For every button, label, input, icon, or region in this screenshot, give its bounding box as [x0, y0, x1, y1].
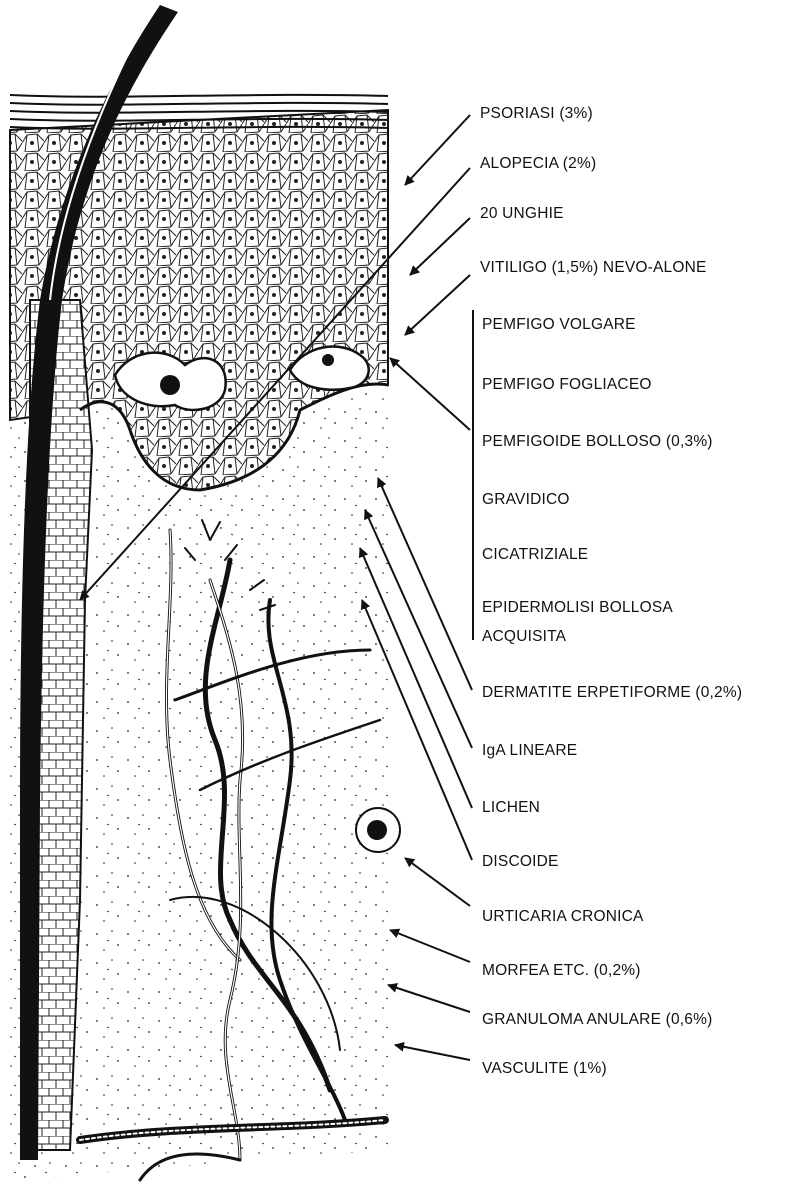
- label-pemfigoide: PEMFIGOIDE BOLLOSO (0,3%): [482, 433, 713, 450]
- label-morfea: MORFEA ETC. (0,2%): [482, 962, 641, 979]
- arrow-granuloma: [388, 985, 470, 1012]
- dermal-cell-cluster: [356, 808, 400, 852]
- label-dermatite: DERMATITE ERPETIFORME (0,2%): [482, 684, 742, 701]
- label-lichen: LICHEN: [482, 799, 540, 816]
- label-pemfigo-fogliaceo: PEMFIGO FOGLIACEO: [482, 376, 652, 393]
- labels: PSORIASI (3%) ALOPECIA (2%) 20 UNGHIE VI…: [480, 105, 742, 1077]
- label-urticaria: URTICARIA CRONICA: [482, 908, 644, 925]
- label-vasculite: VASCULITE (1%): [482, 1060, 607, 1077]
- label-discoide: DISCOIDE: [482, 853, 559, 870]
- label-gravidico: GRAVIDICO: [482, 491, 570, 508]
- label-epidermolisi-2: ACQUISITA: [482, 628, 567, 645]
- label-pemfigo-volgare: PEMFIGO VOLGARE: [482, 316, 636, 333]
- arrow-unghie: [410, 218, 470, 275]
- arrow-dermatite: [378, 478, 472, 690]
- label-psoriasi: PSORIASI (3%): [480, 105, 593, 122]
- label-granuloma: GRANULOMA ANULARE (0,6%): [482, 1011, 712, 1028]
- arrow-vitiligo: [405, 275, 470, 335]
- arrow-pemfigo-group: [390, 358, 470, 430]
- arrow-morfea: [390, 930, 470, 962]
- arrow-urticaria: [405, 858, 470, 906]
- label-vitiligo: VITILIGO (1,5%) NEVO-ALONE: [480, 259, 707, 276]
- label-alopecia: ALOPECIA (2%): [480, 155, 596, 172]
- label-cicatriziale: CICATRIZIALE: [482, 546, 588, 563]
- label-unghie: 20 UNGHIE: [480, 205, 564, 222]
- label-iga: IgA LINEARE: [482, 742, 577, 759]
- arrow-vasculite: [395, 1045, 470, 1060]
- label-epidermolisi-1: EPIDERMOLISI BOLLOSA: [482, 599, 673, 616]
- arrow-psoriasi: [405, 115, 470, 185]
